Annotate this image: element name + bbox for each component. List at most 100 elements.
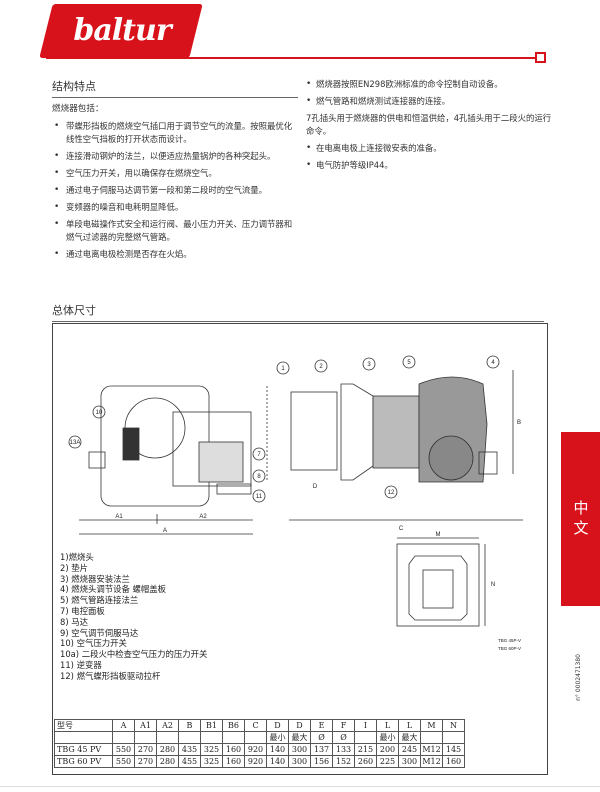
table-cell: A2 [156, 719, 179, 732]
feature-item: 带蝶形挡板的燃烧空气插口用于调节空气的流量。按照最优化线性空气挡板的打开状态而设… [52, 120, 298, 146]
features-column-left: 结构特点 燃烧器包括： 带蝶形挡板的燃烧空气插口用于调节空气的流量。按照最优化线… [52, 78, 298, 265]
model-label-45: TBG 45P-V [498, 638, 521, 643]
table-cell: 型号 [54, 719, 113, 732]
table-cell: 137 [310, 743, 333, 756]
table-cell: 156 [310, 755, 333, 768]
feature-item: 通过电子伺服马达调节第一段和第二段时的空气流量。 [52, 184, 298, 197]
table-cell: 435 [178, 743, 201, 756]
table-cell: 245 [398, 743, 421, 756]
drawing-document-code: n° 0002471380 [575, 654, 582, 701]
table-cell: 145 [442, 743, 465, 756]
table-cell: 160 [222, 755, 245, 768]
table-cell: Ø [310, 731, 333, 744]
table-cell: 133 [332, 743, 355, 756]
table-cell: M [420, 719, 443, 732]
table-cell: TBG 60 PV [54, 755, 113, 768]
table-cell: 160 [442, 755, 465, 768]
features-column-right: 燃烧器按照EN298欧洲标准的命令控制自动设备。燃气管路和燃烧测试连接器的连接。… [306, 78, 554, 176]
table-cell: 最小 [376, 731, 399, 744]
table-cell [134, 731, 157, 744]
features-list-right: 燃烧器按照EN298欧洲标准的命令控制自动设备。燃气管路和燃烧测试连接器的连接。… [306, 78, 554, 172]
table-cell: 215 [354, 743, 377, 756]
legend-item: 11) 逆变器 [60, 659, 102, 670]
table-cell [112, 731, 135, 744]
dimensions-title: 总体尺寸 [52, 302, 544, 322]
table-cell: 最小 [266, 731, 289, 744]
table-cell [244, 731, 267, 744]
dim-label-m: M [436, 532, 441, 538]
feature-item-right: 电气防护等级IP44。 [306, 159, 554, 172]
feature-item: 变频器的噪音和电耗明显降低。 [52, 201, 298, 214]
features-title: 结构特点 [52, 78, 298, 98]
side-view-combustion-head [290, 391, 338, 471]
table-cell: F [332, 719, 355, 732]
table-cell [178, 731, 201, 744]
legend-item: 1)燃烧头 [60, 552, 94, 562]
front-view-panel-window [198, 441, 244, 483]
callout-3: 3 [367, 362, 371, 368]
table-cell: L [376, 719, 399, 732]
callout-13a: 13A [70, 440, 81, 446]
front-view-control-panel [172, 411, 252, 487]
legend-item: 5) 燃气管路连接法兰 [60, 595, 139, 606]
dim-label-d: D [313, 484, 318, 490]
table-cell: 300 [398, 755, 421, 768]
table-cell: C [244, 719, 267, 732]
legend-item: 8) 马达 [60, 616, 89, 627]
dim-label-n: N [491, 582, 495, 588]
table-cell: I [354, 719, 377, 732]
table-cell: M12 [420, 743, 443, 756]
table-cell [354, 731, 377, 744]
features-intro: 燃烧器包括： [52, 104, 104, 114]
table-cell: 550 [112, 755, 135, 768]
callout-11: 11 [256, 494, 263, 500]
table-cell: 152 [332, 755, 355, 768]
front-view-plug [88, 451, 106, 469]
header-rule-end-marker [535, 52, 546, 63]
table-cell: 270 [134, 743, 157, 756]
table-cell: 最大 [288, 731, 311, 744]
feature-item-right: 燃烧器按照EN298欧洲标准的命令控制自动设备。 [306, 78, 554, 91]
table-cell: M12 [420, 755, 443, 768]
table-cell: B1 [200, 719, 223, 732]
table-cell: 200 [376, 743, 399, 756]
table-cell: TBG 45 PV [54, 743, 113, 756]
front-view-inverter [216, 483, 252, 495]
front-view-body [100, 385, 210, 507]
table-cell: 455 [178, 755, 201, 768]
feature-item: 通过电离电极检测是否存在火焰。 [52, 248, 298, 261]
feature-item: 连接滑动钢炉的法兰，以便适应热量锅炉的各种突起头。 [52, 150, 298, 163]
table-cell: 280 [156, 755, 179, 768]
model-label-60: TBG 60P-V [498, 646, 521, 651]
callout-2: 2 [319, 364, 323, 370]
feature-item-right: 燃气管路和燃烧测试连接器的连接。 [306, 95, 554, 108]
flange-view-opening [422, 569, 454, 609]
callout-4: 4 [491, 360, 495, 366]
dim-label-a: A [163, 528, 167, 534]
table-cell: 225 [376, 755, 399, 768]
table-cell: A1 [134, 719, 157, 732]
table-cell: D [288, 719, 311, 732]
language-side-tab-label: 中文 [573, 499, 589, 537]
feature-item-right: 在电离电极上连接微安表的准备。 [306, 142, 554, 155]
header-rule [46, 57, 536, 59]
side-view-fan-casing [372, 395, 420, 469]
table-cell: 270 [134, 755, 157, 768]
dim-label-a1: A1 [115, 514, 123, 520]
legend-item: 10) 空气压力开关 [60, 638, 127, 649]
table-cell: 140 [266, 743, 289, 756]
side-view-connector [478, 451, 498, 475]
language-side-tab [561, 432, 600, 606]
table-cell: 300 [288, 743, 311, 756]
callout-5: 5 [407, 360, 411, 366]
table-cell: B [178, 719, 201, 732]
table-cell: 325 [200, 743, 223, 756]
table-cell [54, 731, 113, 744]
features-list: 带蝶形挡板的燃烧空气插口用于调节空气的流量。按照最优化线性空气挡板的打开状态而设… [52, 120, 298, 261]
brand-logo-text: baltur [73, 13, 171, 48]
table-cell: 550 [112, 743, 135, 756]
table-cell: 最大 [398, 731, 421, 744]
table-cell: 325 [200, 755, 223, 768]
